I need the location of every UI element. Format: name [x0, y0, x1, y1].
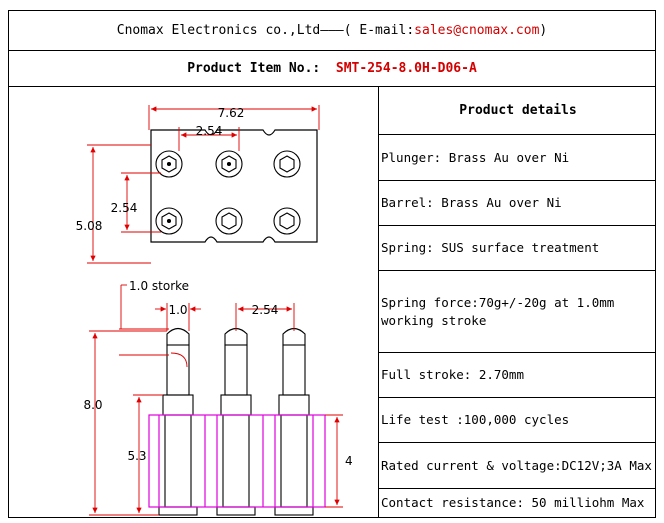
header-close: ) — [539, 23, 548, 38]
pin-hole — [215, 207, 243, 235]
dim-pink-label: 4 — [345, 454, 353, 468]
stroke-label: 1.0 storke — [129, 279, 189, 293]
dim-height — [87, 144, 151, 264]
dim-total — [89, 330, 167, 516]
dim-tip-label: 1.0 — [168, 303, 187, 317]
pin-hole — [273, 207, 301, 235]
dim-pitch-y — [121, 172, 161, 233]
pogo-pin — [158, 327, 198, 516]
dim-width — [148, 105, 320, 130]
product-details: Product details Plunger: Brass Au over N… — [379, 87, 655, 517]
company-header: Cnomax Electronics co.,Ltd———( E-mail: s… — [9, 11, 655, 51]
detail-full-stroke: Full stroke: 2.70mm — [379, 353, 655, 398]
detail-plunger: Plunger: Brass Au over Ni — [379, 135, 655, 181]
dim-stroke — [119, 284, 169, 356]
product-item-row: Product Item No.: SMT-254-8.0H-D06-A — [9, 51, 655, 87]
dim-pitch-x — [178, 127, 240, 151]
top-view: 7.62 2.54 2.54 — [76, 105, 320, 264]
dim-pitch-side-label: 2.54 — [252, 303, 279, 317]
dim-pitch-x-label: 2.54 — [196, 124, 223, 138]
drawing-canvas: 7.62 2.54 2.54 — [76, 105, 353, 516]
technical-drawing: 7.62 2.54 2.54 — [9, 87, 379, 517]
pin-hole — [155, 207, 183, 235]
details-title: Product details — [379, 87, 655, 135]
dim-pitch-side — [235, 303, 295, 331]
detail-spring-force: Spring force:70g+/-20g at 1.0mm working … — [379, 271, 655, 353]
company-name: Cnomax Electronics co.,Ltd———( E-mail: — [116, 23, 415, 38]
stroke-curve — [170, 352, 188, 368]
pin-hole — [155, 150, 183, 178]
pin-hole — [215, 150, 243, 178]
pogo-pin — [216, 327, 256, 516]
dim-pink — [325, 414, 343, 508]
product-item-label: Product Item No.: — [187, 61, 321, 76]
dim-total-label: 8.0 — [83, 398, 102, 412]
detail-rated-current: Rated current & voltage:DC12V;3A Max — [379, 443, 655, 489]
pogo-pin — [274, 327, 314, 516]
email-link[interactable]: sales@cnomax.com — [414, 23, 540, 38]
product-item-code: SMT-254-8.0H-D06-A — [335, 61, 477, 76]
detail-contact-resistance: Contact resistance: 50 milliohm Max — [381, 495, 645, 510]
spec-frame: Cnomax Electronics co.,Ltd———( E-mail: s… — [8, 10, 656, 518]
dim-pitch-y-label: 2.54 — [111, 201, 138, 215]
detail-spring: Spring: SUS surface treatment — [379, 226, 655, 271]
dim-height-label: 5.08 — [76, 219, 103, 233]
pin-hole — [273, 150, 301, 178]
dim-body — [133, 394, 163, 513]
detail-barrel: Barrel: Brass Au over Ni — [379, 181, 655, 226]
side-view: 1.0 storke 1.0 2.54 — [83, 279, 353, 516]
dim-body-label: 5.3 — [127, 449, 146, 463]
dim-tip — [155, 303, 201, 331]
detail-life-test: Life test :100,000 cycles — [379, 398, 655, 443]
plastic-housing — [148, 414, 326, 508]
dim-width-label: 7.62 — [218, 106, 245, 120]
